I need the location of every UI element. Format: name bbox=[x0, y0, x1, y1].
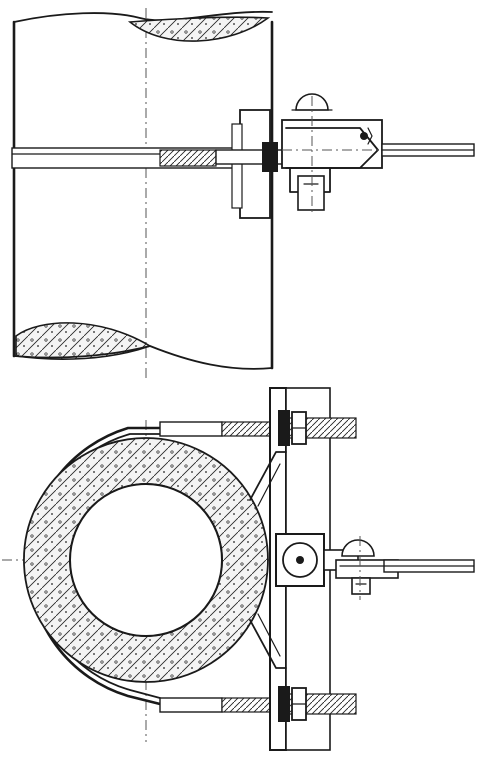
threaded-rod-side bbox=[159, 149, 217, 167]
pipe-bottom-break bbox=[13, 345, 273, 370]
marker-tick-side bbox=[367, 127, 373, 145]
nut-top-a bbox=[278, 410, 290, 446]
top-insulation-section bbox=[127, 16, 271, 42]
nut-bottom-a bbox=[278, 686, 290, 722]
strut-bottom-inner bbox=[257, 613, 281, 657]
pipe-top-break bbox=[13, 10, 273, 23]
bottom-insulation-section bbox=[15, 322, 152, 360]
tie-rod-top-plain bbox=[159, 421, 223, 437]
clevis-pin-head bbox=[341, 539, 375, 557]
side-view bbox=[11, 8, 475, 380]
strut-top-outer bbox=[249, 451, 287, 501]
strut-top-inner bbox=[257, 463, 281, 507]
strut-bottom-outer bbox=[249, 619, 287, 669]
pipe-section bbox=[69, 483, 223, 637]
marker-dot-side bbox=[360, 132, 368, 140]
section-view bbox=[2, 387, 475, 751]
center-pin-dot bbox=[296, 556, 304, 564]
nut-side-a bbox=[262, 142, 278, 172]
lug-nut-side bbox=[297, 175, 325, 211]
clevis-nut bbox=[351, 577, 371, 595]
bracket-flange-side bbox=[231, 123, 243, 209]
tie-rod-bottom-plain bbox=[159, 697, 223, 713]
